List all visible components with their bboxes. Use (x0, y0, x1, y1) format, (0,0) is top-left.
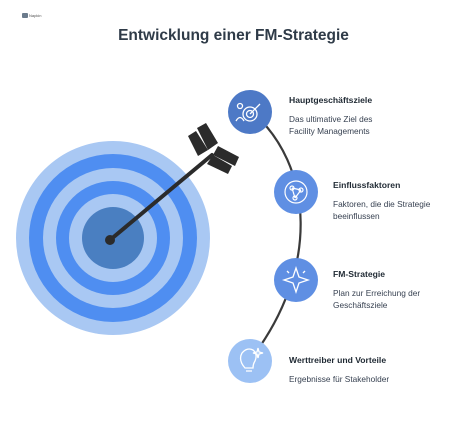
item-title: Werttreiber und Vorteile (289, 355, 387, 365)
item-title: FM-Strategie (333, 269, 386, 279)
page-title: Entwicklung einer FM-Strategie (118, 27, 349, 44)
item-desc-line: Faktoren, die die Strategie (333, 199, 431, 209)
arrow-fletching-4 (213, 146, 239, 166)
item-desc-line: Geschäftsziele (333, 300, 388, 310)
node-einflussfaktoren (274, 170, 318, 214)
arrow-fletching-3 (197, 123, 218, 150)
item-werttreiber: Werttreiber und Vorteile Ergebnisse für … (289, 355, 389, 385)
item-hauptgeschaeftsziele: Hauptgeschäftsziele Das ultimative Ziel … (289, 95, 372, 137)
item-desc-line: Facility Managements (289, 126, 370, 136)
arrow-icon (105, 123, 239, 245)
logo-text: Napkin (29, 13, 42, 18)
item-einflussfaktoren: Einflussfaktoren Faktoren, die die Strat… (333, 180, 430, 222)
item-title: Einflussfaktoren (333, 180, 401, 190)
node-hauptgeschaeftsziele (228, 90, 272, 134)
arrow-fletching-1 (188, 131, 208, 156)
node-werttreiber (228, 339, 272, 383)
item-title: Hauptgeschäftsziele (289, 95, 373, 105)
item-fm-strategie: FM-Strategie Plan zur Erreichung der Ges… (333, 269, 420, 311)
item-desc-line: Das ultimative Ziel des (289, 114, 373, 124)
arrow-fletching-2 (207, 155, 232, 174)
node-fm-strategie (274, 258, 318, 302)
item-desc-line: beeinflussen (333, 211, 380, 221)
item-description: Das ultimative Ziel des Facility Managem… (289, 113, 372, 137)
logo-mark-icon (22, 13, 28, 18)
item-desc-line: Plan zur Erreichung der (333, 288, 421, 298)
logo: Napkin (22, 13, 41, 18)
item-desc-line: Ergebnisse für Stakeholder (289, 374, 390, 384)
item-description: Ergebnisse für Stakeholder (289, 373, 389, 385)
item-description: Faktoren, die die Strategie beeinflussen (333, 198, 430, 222)
connector-arc (249, 109, 302, 361)
item-description: Plan zur Erreichung der Geschäftsziele (333, 287, 420, 311)
